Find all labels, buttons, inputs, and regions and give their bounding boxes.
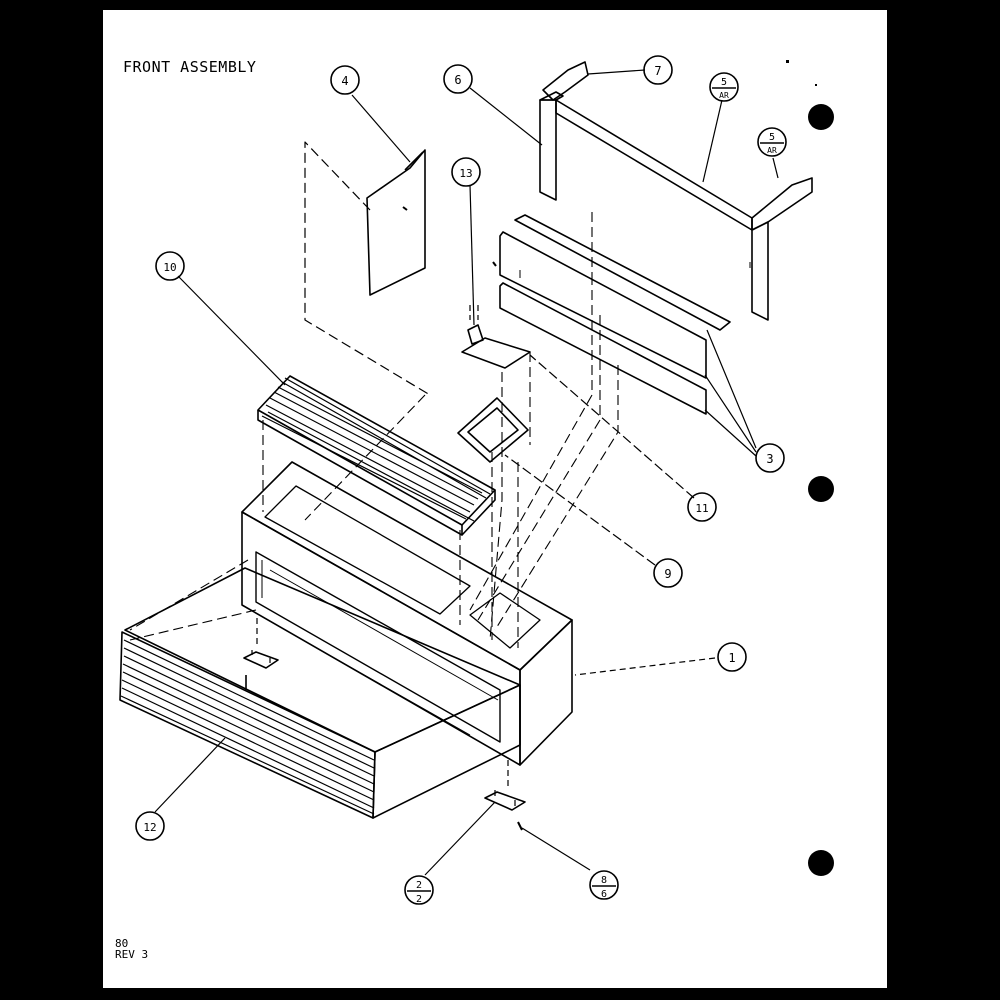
binder-hole — [808, 850, 834, 876]
callout-label: 9 — [664, 567, 671, 581]
revision-note: 80 REV 3 — [115, 938, 148, 960]
leader-lines — [154, 69, 779, 876]
callout-5-ar: 5 AR — [709, 72, 739, 102]
scan-specks — [786, 60, 817, 86]
callout-number: 2 — [416, 880, 422, 891]
page-code: 80 — [115, 937, 129, 950]
callout-8-6: 8 6 — [589, 870, 619, 900]
assembly-guide-lines — [129, 212, 619, 648]
callout-12: 12 — [135, 811, 165, 841]
callout-label: 7 — [654, 64, 661, 78]
callout-10: 10 — [155, 251, 185, 281]
binder-hole — [808, 476, 834, 502]
callout-13: 13 — [451, 157, 481, 187]
callout-label: 12 — [143, 821, 156, 834]
part-cabinet — [241, 461, 573, 766]
callout-ref: AR — [719, 91, 729, 100]
callout-number: 8 — [601, 875, 607, 886]
callout-label: 10 — [163, 261, 176, 274]
callout-ref: AR — [767, 146, 777, 155]
part-top-grille — [257, 375, 496, 536]
part-trim-strips — [492, 214, 731, 415]
callout-7: 7 — [643, 55, 673, 85]
callout-9: 9 — [653, 558, 683, 588]
callout-label: 6 — [454, 73, 461, 87]
callout-11: 11 — [687, 492, 717, 522]
part-clip — [461, 305, 531, 369]
diagram-title: FRONT ASSEMBLY — [123, 58, 257, 76]
callout-ref: 6 — [601, 889, 607, 900]
callout-label: 1 — [728, 651, 735, 665]
callout-label: 13 — [459, 167, 472, 180]
callout-6: 6 — [443, 64, 473, 94]
callout-label: 11 — [695, 502, 708, 515]
part-side-panel — [304, 141, 431, 396]
callout-number: 5 — [769, 132, 775, 143]
part-top-frame — [519, 61, 813, 321]
callout-label: 4 — [341, 74, 348, 88]
part-control-tray — [457, 397, 529, 463]
callout-1: 1 — [717, 642, 747, 672]
revision-label: REV 3 — [115, 948, 149, 961]
callout-4: 4 — [330, 65, 360, 95]
callout-ref: 2 — [416, 894, 422, 905]
callout-label: 3 — [766, 452, 773, 466]
binder-hole — [808, 104, 834, 130]
callout-number: 5 — [721, 77, 727, 88]
part-brackets — [243, 618, 526, 831]
part-front-grille — [119, 567, 521, 819]
callout-3: 3 — [755, 443, 785, 473]
callout-5-ar: 5 AR — [757, 127, 787, 157]
callout-2-2: 2 2 — [404, 875, 434, 905]
